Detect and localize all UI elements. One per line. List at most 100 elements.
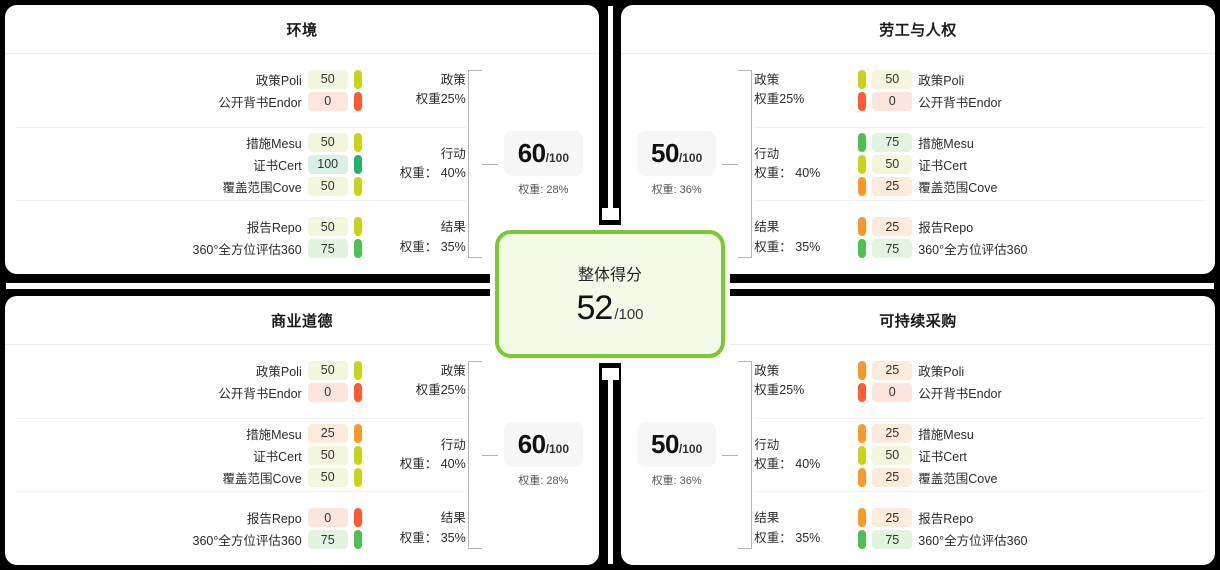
indicator-label: 360°全方位评估360 (192, 243, 302, 258)
pillar-weight: 权重： 35% (754, 530, 821, 545)
score-bar (858, 217, 867, 237)
score-bar (858, 382, 867, 402)
indicator-label: 措施Mesu (918, 136, 974, 151)
score-chip: 50 (307, 69, 348, 89)
score-bar (353, 445, 362, 465)
connector-vertical-bottom (608, 368, 613, 564)
connector-node-bottom (602, 368, 619, 380)
score-bar (858, 508, 867, 528)
indicator-label: 覆盖范围Cove (222, 180, 302, 195)
indicator-row[interactable]: 25 覆盖范围Cove (858, 176, 998, 196)
score-bar (353, 239, 362, 259)
pillar-bracket (467, 54, 498, 274)
score-chip: 50 (307, 132, 348, 152)
panel-score-denominator: /100 (545, 442, 569, 456)
score-bar (858, 69, 867, 89)
score-chip: 50 (872, 445, 913, 465)
score-bar (353, 154, 362, 174)
connector-horizontal-left (6, 283, 496, 289)
score-chip: 50 (872, 154, 913, 174)
score-chip: 50 (307, 360, 348, 380)
bracket-shape (738, 70, 753, 258)
score-chip: 25 (307, 423, 348, 443)
indicator-label: 覆盖范围Cove (918, 180, 998, 195)
pillar-meta: 结果权重： 35% (754, 509, 832, 548)
score-chip: 50 (307, 467, 348, 487)
pillar-weight: 权重： 40% (399, 166, 466, 180)
indicator-label: 报告Repo (918, 221, 974, 236)
indicator-label: 政策Poli (918, 364, 965, 379)
pillar-meta: 结果权重： 35% (388, 218, 466, 257)
bracket-stem (481, 454, 498, 456)
indicator-row[interactable]: 25 报告Repo (858, 217, 1027, 237)
score-bar (858, 530, 867, 550)
pillar-name: 结果 (754, 220, 780, 235)
pillar-meta: 行动权重： 40% (754, 145, 832, 184)
score-chip: 0 (872, 91, 913, 111)
pillar-name: 政策 (754, 72, 780, 87)
bracket-shape (467, 70, 482, 258)
score-bar (353, 132, 362, 152)
panel-score-box: 60/100 (503, 422, 583, 467)
indicator-row[interactable]: 75 措施Mesu (858, 132, 997, 152)
score-chip: 25 (872, 217, 913, 237)
pillar-weight: 权重25% (754, 92, 805, 107)
overall-score-denominator: /100 (614, 305, 644, 323)
score-chip: 75 (872, 239, 913, 259)
score-bar (353, 217, 362, 237)
panel-score-number: 50 (651, 429, 679, 459)
bracket-stem (722, 163, 739, 165)
overall-score-label: 整体得分 (577, 266, 642, 284)
score-chip: 25 (872, 176, 913, 196)
panel-score-denominator: /100 (678, 442, 703, 456)
score-chip: 75 (872, 132, 913, 152)
pillar-weight: 权重： 35% (754, 239, 821, 254)
panel-score-box: 50/100 (637, 131, 717, 176)
score-chip: 25 (872, 508, 913, 528)
score-chip: 0 (307, 382, 348, 402)
indicator-label: 政策Poli (918, 73, 965, 88)
indicator-label: 报告Repo (246, 512, 302, 527)
pillar-name: 行动 (440, 437, 466, 452)
score-chip: 75 (872, 530, 913, 550)
score-chip: 75 (307, 530, 348, 550)
indicator-label: 公开背书Endor (918, 386, 1002, 401)
score-bar (353, 423, 362, 443)
